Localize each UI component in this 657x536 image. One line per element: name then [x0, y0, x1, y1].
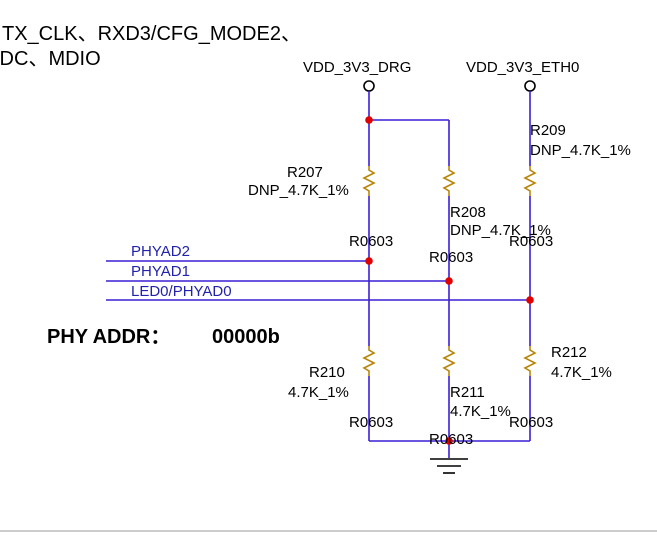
r207-value: DNP_4.7K_1% [248, 182, 349, 199]
resistor-r209-symbol [523, 166, 537, 196]
resistor-r207-symbol [362, 166, 376, 196]
net-label-phyad2: PHYAD2 [131, 243, 190, 260]
resistor-r208-symbol [442, 166, 456, 196]
r212-package: R0603 [509, 414, 553, 431]
r212-ref: R212 [551, 344, 587, 361]
r211-package: R0603 [429, 431, 473, 448]
header-line-2: IDC、MDIO [0, 48, 101, 70]
resistor-r210-symbol [362, 346, 376, 376]
power-label-eth: VDD_3V3_ETH0 [466, 59, 579, 76]
r212-value: 4.7K_1% [551, 364, 612, 381]
header-line-1: TX_CLK、RXD3/CFG_MODE2、 [2, 23, 301, 45]
r210-package: R0603 [349, 414, 393, 431]
r209-value: DNP_4.7K_1% [530, 142, 631, 159]
r211-value: 4.7K_1% [450, 403, 511, 420]
ground-icon [430, 458, 468, 474]
r207-ref: R207 [287, 164, 323, 181]
r208-ref: R208 [450, 204, 486, 221]
r211-ref: R211 [450, 384, 485, 401]
net-label-led0-phyad0: LED0/PHYAD0 [131, 283, 232, 300]
r208-package: R0603 [429, 249, 473, 266]
power-symbol-eth [524, 80, 536, 92]
net-label-phyad1: PHYAD1 [131, 263, 190, 280]
junction-dot [365, 257, 373, 265]
r210-value: 4.7K_1% [288, 384, 349, 401]
resistor-r211-symbol [442, 346, 456, 376]
phy-addr-label: PHY ADDR： [47, 326, 170, 348]
r207-package: R0603 [349, 233, 393, 250]
r208-value: DNP_4.7K_1% [450, 222, 551, 239]
r210-ref: R210 [309, 364, 345, 381]
junction-dot [526, 296, 534, 304]
phy-addr-value: 00000b [212, 326, 280, 348]
r209-ref: R209 [530, 122, 566, 139]
junction-dot [445, 277, 453, 285]
resistor-r212-symbol [523, 346, 537, 376]
junction-dot [365, 116, 373, 124]
r209-package: R0603 [509, 233, 553, 250]
power-label-drg: VDD_3V3_DRG [303, 59, 411, 76]
junction-dot [445, 437, 453, 445]
power-symbol-drg [363, 80, 375, 92]
